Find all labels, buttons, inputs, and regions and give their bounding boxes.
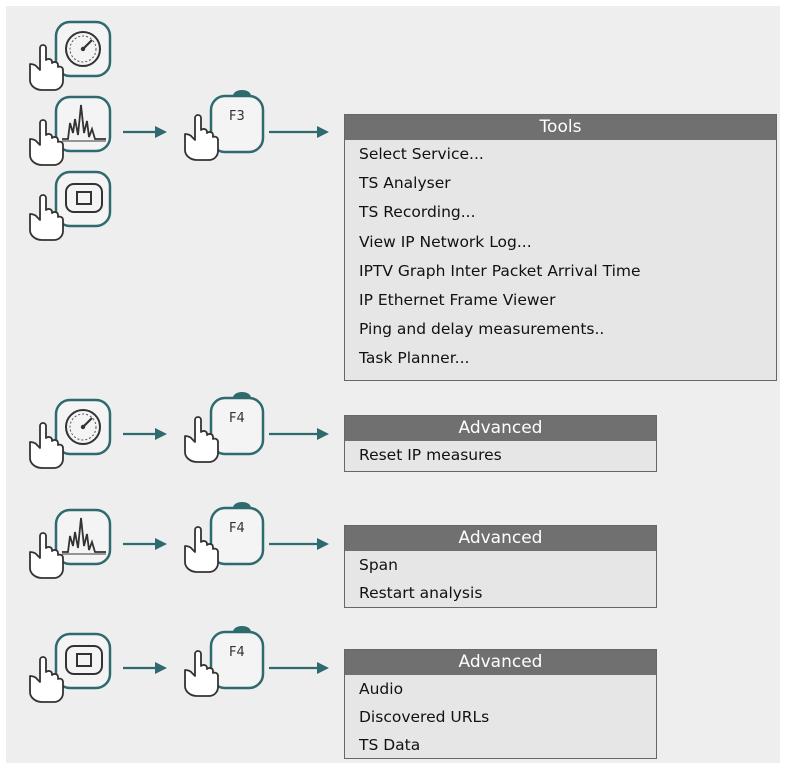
- right-arrow-icon: [269, 426, 329, 440]
- gauge-mode-button[interactable]: [26, 18, 116, 91]
- right-arrow-icon: [269, 660, 329, 674]
- pointing-hand-icon: [29, 422, 64, 469]
- pointing-hand-icon: [29, 194, 64, 241]
- advanced-menu-spectrum: Advanced Span Restart analysis: [344, 525, 657, 608]
- menu-item-ts-analyser[interactable]: TS Analyser: [359, 174, 451, 193]
- menu-item-ping-delay[interactable]: Ping and delay measurements..: [359, 320, 605, 339]
- advanced-menu-gauge: Advanced Reset IP measures: [344, 415, 657, 472]
- right-arrow-icon: [269, 124, 329, 138]
- menu-item-iptv-graph[interactable]: IPTV Graph Inter Packet Arrival Time: [359, 261, 641, 280]
- menu-item-discovered-urls[interactable]: Discovered URLs: [359, 708, 490, 726]
- pointing-hand-icon: [29, 119, 64, 166]
- menu-item-ts-recording[interactable]: TS Recording...: [359, 203, 476, 222]
- gauge-icon: [65, 409, 101, 445]
- screen-icon: [65, 645, 103, 675]
- f4-key-button[interactable]: F4: [181, 500, 271, 573]
- pointing-hand-icon: [29, 532, 64, 579]
- spectrum-icon: [62, 517, 106, 555]
- advanced-menu-title: Advanced: [345, 416, 656, 441]
- screen-mode-button[interactable]: [26, 630, 116, 703]
- f3-key-label: F3: [229, 109, 245, 124]
- menu-item-view-ip-network-log[interactable]: View IP Network Log...: [359, 232, 532, 251]
- menu-item-restart-analysis[interactable]: Restart analysis: [359, 584, 483, 602]
- menu-item-audio[interactable]: Audio: [359, 680, 404, 698]
- f3-key-button[interactable]: F3: [181, 88, 271, 161]
- menu-item-task-planner[interactable]: Task Planner...: [359, 349, 470, 368]
- f4-key-label: F4: [229, 411, 245, 426]
- spectrum-mode-button[interactable]: [26, 506, 116, 579]
- spectrum-mode-button[interactable]: [26, 93, 116, 166]
- right-arrow-icon: [123, 536, 167, 550]
- pointing-hand-icon: [184, 114, 219, 161]
- tools-menu: Tools Select Service... TS Analyser TS R…: [344, 114, 777, 381]
- f4-key-button[interactable]: F4: [181, 390, 271, 463]
- advanced-menu-screen: Advanced Audio Discovered URLs TS Data: [344, 649, 657, 759]
- pointing-hand-icon: [184, 650, 219, 697]
- gauge-mode-button[interactable]: [26, 396, 116, 469]
- pointing-hand-icon: [29, 44, 64, 91]
- f4-key-label: F4: [229, 521, 245, 536]
- pointing-hand-icon: [184, 526, 219, 573]
- screen-mode-button[interactable]: [26, 168, 116, 241]
- menu-item-ts-data[interactable]: TS Data: [359, 736, 421, 754]
- menu-item-select-service[interactable]: Select Service...: [359, 145, 484, 163]
- right-arrow-icon: [123, 124, 167, 138]
- gauge-icon: [65, 31, 101, 67]
- right-arrow-icon: [123, 426, 167, 440]
- menu-item-reset-ip-measures[interactable]: Reset IP measures: [359, 446, 502, 464]
- screen-icon: [65, 183, 103, 213]
- f4-key-label: F4: [229, 645, 245, 660]
- advanced-menu-title: Advanced: [345, 526, 656, 551]
- diagram-canvas: F3 Tools Select Service... TS Analyser T…: [6, 6, 780, 763]
- right-arrow-icon: [269, 536, 329, 550]
- menu-item-ip-ethernet-frame-viewer[interactable]: IP Ethernet Frame Viewer: [359, 290, 556, 309]
- pointing-hand-icon: [184, 416, 219, 463]
- pointing-hand-icon: [29, 656, 64, 703]
- tools-menu-title: Tools: [345, 115, 776, 140]
- spectrum-icon: [62, 104, 106, 142]
- f4-key-button[interactable]: F4: [181, 624, 271, 697]
- advanced-menu-title: Advanced: [345, 650, 656, 675]
- right-arrow-icon: [123, 660, 167, 674]
- menu-item-span[interactable]: Span: [359, 556, 398, 574]
